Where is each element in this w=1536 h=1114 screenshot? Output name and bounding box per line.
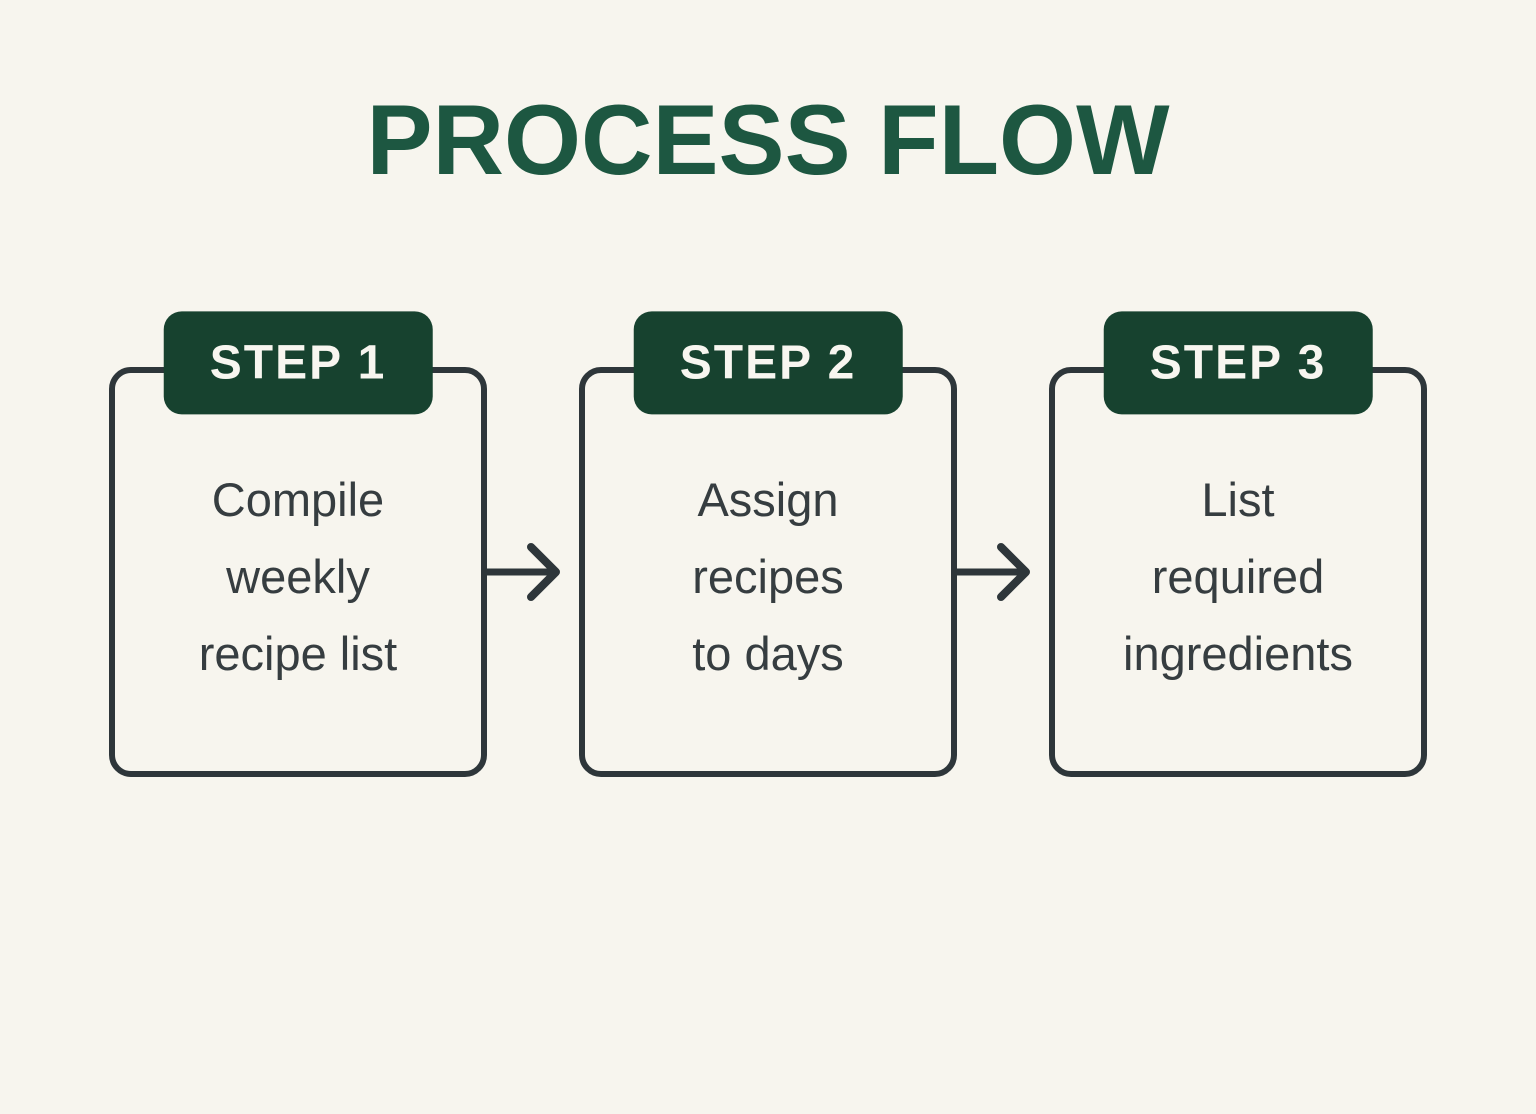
- step-2-box: Assign recipes to days: [579, 367, 957, 777]
- step-3-description: List required ingredients: [1123, 472, 1353, 680]
- step-1-badge: STEP 1: [163, 311, 433, 415]
- arrow-right-icon: [487, 540, 579, 604]
- step-3: STEP 3 List required ingredients: [1049, 311, 1427, 777]
- step-2-description: Assign recipes to days: [692, 472, 844, 680]
- arrow-right-icon: [957, 540, 1049, 604]
- step-1-description: Compile weekly recipe list: [198, 472, 398, 680]
- process-flow: STEP 1 Compile weekly recipe list STEP 2…: [0, 311, 1536, 777]
- page-title: PROCESS FLOW: [366, 84, 1170, 195]
- step-1-box: Compile weekly recipe list: [109, 367, 487, 777]
- step-1: STEP 1 Compile weekly recipe list: [109, 311, 487, 777]
- step-2: STEP 2 Assign recipes to days: [579, 311, 957, 777]
- step-2-badge: STEP 2: [633, 311, 903, 415]
- step-3-badge: STEP 3: [1103, 311, 1373, 415]
- step-3-box: List required ingredients: [1049, 367, 1427, 777]
